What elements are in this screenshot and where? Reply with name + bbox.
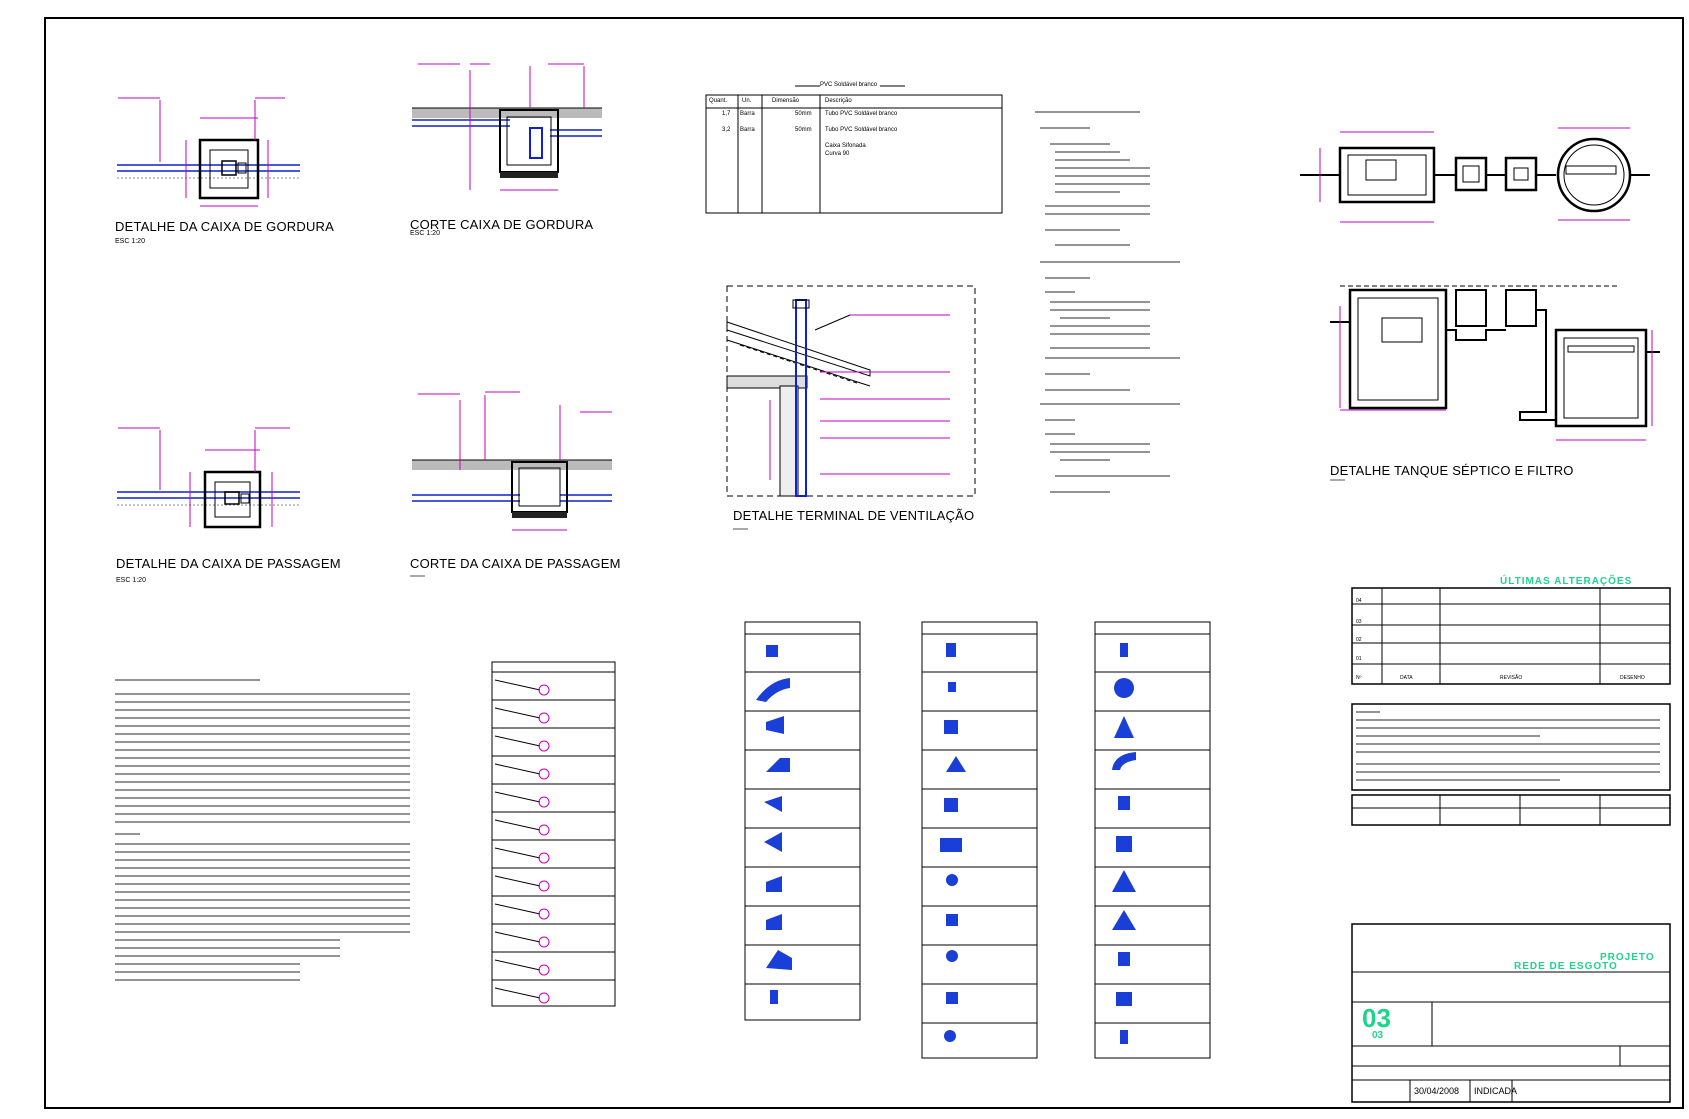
legend-table-2	[921, 621, 1038, 1059]
illegible-annotations	[115, 111, 1660, 981]
revision-footer-no: Nº	[1356, 675, 1362, 681]
terminal-ventilacao-detail	[726, 285, 976, 497]
sheet-total: 03	[1372, 1030, 1384, 1041]
general-notes-block	[1351, 703, 1671, 791]
materials-table	[705, 85, 1003, 214]
project-label: PROJETO	[1600, 952, 1655, 963]
owner-block	[1351, 794, 1671, 826]
materials-row-1-dim: 50mm	[795, 111, 812, 117]
caixa-passagem-plan	[117, 427, 300, 529]
materials-row-1-un: Barra	[740, 111, 755, 117]
legend-table-1	[744, 621, 861, 1021]
revision-row-02: 02	[1356, 637, 1362, 643]
legend-table-3	[1094, 621, 1211, 1059]
materials-header-quant: Quant.	[709, 98, 728, 104]
title-block	[1351, 923, 1671, 1103]
scale-caixa-gordura-detalhe: ESC 1:20	[115, 238, 145, 245]
materials-row-2-dim: 50mm	[795, 127, 812, 133]
revisions-title: ÚLTIMAS ALTERAÇÕES	[1500, 576, 1633, 587]
scale-caixa-gordura-corte: ESC 1:20	[410, 230, 440, 237]
revision-row-01: 01	[1356, 656, 1362, 662]
materials-header-descricao: Descrição	[825, 98, 852, 104]
sheet-frame	[44, 17, 1684, 1109]
scale-caixa-passagem-detalhe: ESC 1:20	[116, 577, 146, 584]
notes-table	[491, 661, 616, 1007]
scale-markers	[410, 479, 1345, 577]
revisions-table	[1351, 587, 1671, 685]
revision-footer-revisao: REVISÃO	[1500, 675, 1523, 681]
title-terminal-ventilacao: DETALHE TERMINAL DE VENTILAÇÃO	[733, 508, 975, 523]
project-date: 30/04/2008	[1414, 1086, 1460, 1096]
materials-table-title: PVC Soldável branco	[820, 82, 878, 88]
materials-row-2-un: Barra	[740, 127, 755, 133]
sheet-number: 03	[1362, 1003, 1391, 1033]
materials-header-un: Un.	[742, 98, 752, 104]
materials-header-dimensao: Dimensão	[772, 98, 800, 104]
title-caixa-passagem-corte: CORTE DA CAIXA DE PASSAGEM	[410, 556, 621, 571]
materials-row-1-desc: Tubo PVC Soldável branco	[825, 111, 898, 117]
materials-row-2-quant: 3,2	[722, 127, 731, 133]
caixa-passagem-section	[412, 391, 612, 531]
materials-row-4-desc: Curva 90	[825, 151, 850, 157]
caixa-gordura-section	[412, 63, 602, 191]
title-caixa-gordura-corte: CORTE CAIXA DE GORDURA	[410, 217, 594, 232]
revision-row-03: 03	[1356, 619, 1362, 625]
materials-row-3-desc: Caixa Sifonada	[825, 143, 866, 149]
title-caixa-passagem-detalhe: DETALHE DA CAIXA DE PASSAGEM	[116, 556, 341, 571]
revision-footer-data: DATA	[1400, 675, 1413, 681]
tanque-septico-plan	[1300, 127, 1650, 223]
materials-row-1-quant: 1,7	[722, 111, 731, 117]
materials-row-2-desc: Tubo PVC Soldável branco	[825, 127, 898, 133]
revision-row-04: 04	[1356, 598, 1362, 604]
caixa-gordura-plan	[117, 97, 300, 207]
tanque-septico-section	[1330, 285, 1660, 441]
project-name: REDE DE ESGOTO	[1514, 961, 1618, 972]
title-caixa-gordura-detalhe: DETALHE DA CAIXA DE GORDURA	[115, 219, 334, 234]
project-scale: INDICADA	[1474, 1086, 1518, 1096]
title-tanque-septico: DETALHE TANQUE SÉPTICO E FILTRO	[1330, 463, 1574, 478]
revision-footer-desenho: DESENHO	[1620, 675, 1645, 681]
